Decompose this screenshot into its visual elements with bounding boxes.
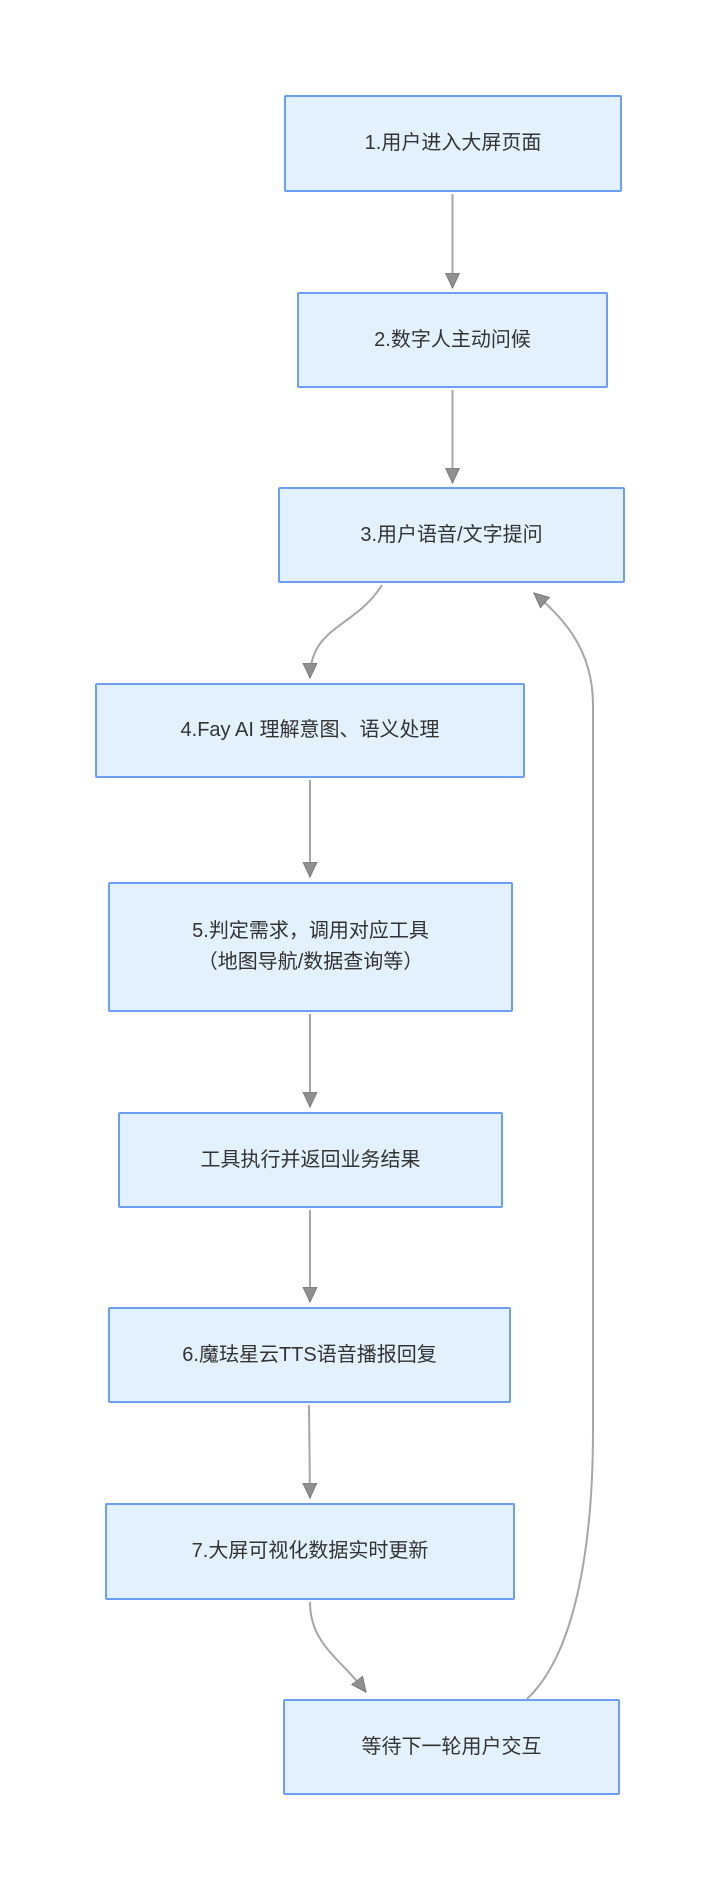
node-tts-reply-label: 6.魔珐星云TTS语音播报回复	[182, 1343, 437, 1366]
node-tts-reply: 6.魔珐星云TTS语音播报回复	[108, 1307, 511, 1403]
node-tool-execute-label: 工具执行并返回业务结果	[200, 1148, 421, 1171]
node-dashboard-update: 7.大屏可视化数据实时更新	[105, 1503, 515, 1600]
node-fay-ai-understanding-label: 4.Fay AI 理解意图、语义处理	[180, 719, 440, 741]
edge-ask-fay	[310, 584, 383, 678]
node-judge-need-call-tool-label: 5.判定需求，调用对应工具 （地图导航/数据查询等）	[192, 920, 429, 973]
node-enter-page-label: 1.用户进入大屏页面	[364, 132, 542, 154]
node-fay-ai-understanding: 4.Fay AI 理解意图、语义处理	[95, 683, 525, 778]
node-wait-next-interaction: 等待下一轮用户交互	[283, 1699, 620, 1795]
node-tool-execute: 工具执行并返回业务结果	[118, 1112, 503, 1208]
node-user-question-label: 3.用户语音/文字提问	[360, 523, 543, 546]
node-digital-human-greet-label: 2.数字人主动问候	[374, 328, 531, 351]
node-dashboard-update-label: 7.大屏可视化数据实时更新	[191, 1540, 429, 1562]
node-judge-need-call-tool: 5.判定需求，调用对应工具 （地图导航/数据查询等）	[108, 882, 513, 1012]
edge-tts-update	[309, 1404, 310, 1498]
node-digital-human-greet: 2.数字人主动问候	[297, 292, 608, 388]
edge-update-wait	[309, 1601, 367, 1692]
node-wait-next-interaction-label: 等待下一轮用户交互	[361, 1735, 542, 1758]
node-enter-page: 1.用户进入大屏页面	[284, 95, 622, 192]
edge-wait-ask-loop	[526, 593, 594, 1700]
node-user-question: 3.用户语音/文字提问	[278, 487, 625, 583]
